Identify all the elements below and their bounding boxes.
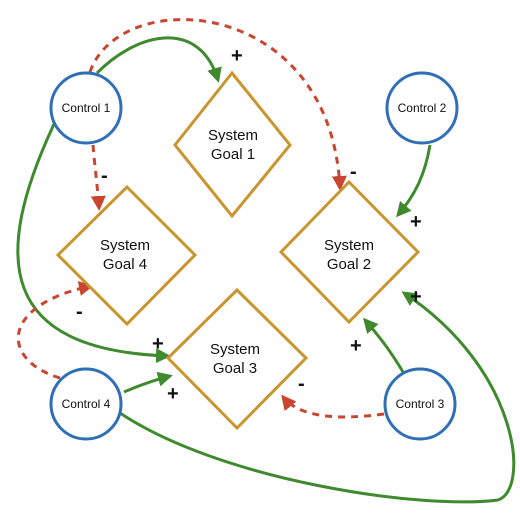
control-circle-4 <box>49 367 123 441</box>
goal-diamond-4 <box>55 184 198 327</box>
link-control1-goal3 <box>16 121 171 364</box>
goal-node-2: System Goal 2 <box>278 179 421 325</box>
goal-diamond-3 <box>165 287 309 431</box>
link-control4-goal2 <box>119 291 516 504</box>
goal-diamond-1 <box>173 70 292 219</box>
link-control2-goal2 <box>396 144 432 218</box>
link-control4-goal4 <box>16 281 94 380</box>
goal-node-4: System Goal 4 <box>55 184 198 327</box>
goal-diamond-2 <box>278 179 421 325</box>
control-node-1: Control 1 <box>49 71 123 145</box>
links <box>16 18 516 504</box>
sign-control3-goal3: - <box>298 373 305 395</box>
control-node-4: Control 4 <box>49 367 123 441</box>
control-node-2: Control 2 <box>385 71 459 145</box>
sign-control4-goal2: + <box>410 286 422 308</box>
goal-label-1-line1: System <box>208 127 258 144</box>
goal-label-4-line1: System <box>100 237 150 254</box>
goal-label-1-line2: Goal 1 <box>211 146 255 163</box>
sign-control2-goal2: + <box>410 211 422 233</box>
link-control3-goal3 <box>281 394 385 419</box>
link-control4-goal3 <box>123 371 173 394</box>
control-label-4: Control 4 <box>62 397 111 411</box>
polarity-signs: + - - + + + - + - + <box>76 45 422 405</box>
goal-label-2-line1: System <box>324 237 374 254</box>
goal-label-3-line2: Goal 3 <box>213 360 257 377</box>
control-node-3: Control 3 <box>383 367 457 441</box>
link-control3-goal2 <box>363 317 405 373</box>
goal-label-2-line2: Goal 2 <box>327 256 371 273</box>
goal-label-3-line1: System <box>210 341 260 358</box>
sign-control4-goal3: + <box>167 383 179 405</box>
control-circle-1 <box>49 71 123 145</box>
sign-control1-goal1: + <box>231 45 243 67</box>
sign-control1-goal2: - <box>350 161 357 183</box>
control-label-3: Control 3 <box>396 397 445 411</box>
goal-label-4-line2: Goal 4 <box>103 256 147 273</box>
link-control1-goal4 <box>90 144 106 211</box>
control-label-2: Control 2 <box>398 101 447 115</box>
control-circle-2 <box>385 71 459 145</box>
goal-node-3: System Goal 3 <box>165 287 309 431</box>
sign-control3-goal2: + <box>350 335 362 357</box>
sign-control1-goal4: - <box>101 165 108 187</box>
link-control1-goal1 <box>95 36 222 83</box>
control-circle-3 <box>383 367 457 441</box>
control-label-1: Control 1 <box>62 101 111 115</box>
sign-control4-goal4: - <box>76 301 83 323</box>
sign-control1-goal3: + <box>152 333 164 355</box>
goal-node-1: System Goal 1 <box>173 70 292 219</box>
